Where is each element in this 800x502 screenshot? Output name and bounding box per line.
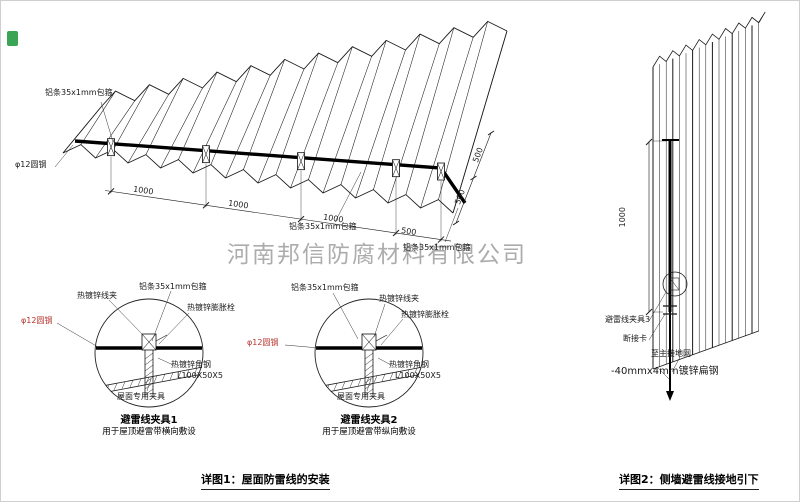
d2-label-fixture: 屋面专用夹具 bbox=[337, 392, 385, 401]
d1-label-bolt: 热镀锌膨胀栓 bbox=[187, 303, 235, 312]
d2-title: 避雷线夹具2 bbox=[340, 415, 398, 426]
d1-label-angle-spec: L100X50X5 bbox=[177, 371, 223, 380]
caption-detail2: 详图2：侧墙避雷线接地引下 bbox=[619, 471, 759, 490]
d2-label-bolt: 热镀锌膨胀栓 bbox=[401, 310, 449, 319]
clamp-detail-circle-1 bbox=[94, 298, 204, 408]
company-watermark: 河南邦信防腐材料有限公司 bbox=[227, 242, 527, 268]
wall-label-clamp3: 避雷线夹具3 bbox=[605, 315, 651, 324]
d2-label-rod: φ12圆钢 bbox=[247, 338, 279, 347]
d2-label-angle: 热镀锌角钢 bbox=[389, 360, 429, 369]
d1-label-alu: 铝条35x1mm包箍 bbox=[139, 282, 207, 291]
wall-elevation-drawing bbox=[645, 11, 766, 401]
d2-label-clip: 热镀锌线夹 bbox=[379, 294, 419, 303]
d1-label-rod: φ12圆钢 bbox=[21, 316, 53, 325]
d1-title: 避雷线夹具1 bbox=[120, 415, 178, 426]
d2-label-angle-spec: L100X50X5 bbox=[395, 371, 441, 380]
roof-isometric-drawing bbox=[62, 20, 508, 243]
clamp-detail-circle-2 bbox=[314, 298, 424, 408]
wall-label-disconnect: 断接卡 bbox=[623, 334, 647, 343]
caption-detail1: 详图1：屋面防雷线的安装 bbox=[201, 471, 330, 490]
wall-label-ground: 至主接地网 bbox=[651, 349, 691, 358]
roof-label-round-steel: φ12圆钢 bbox=[15, 160, 47, 169]
wall-dim-1000: 1000 bbox=[617, 207, 627, 228]
wall-label-flat-steel: -40mmx4mm镀锌扁钢 bbox=[611, 366, 719, 377]
d2-label-alu: 铝条35x1mm包箍 bbox=[291, 283, 359, 292]
d1-subtitle: 用于屋顶避雷带横向敷设 bbox=[102, 427, 196, 437]
roof-label-alu-strip-3: 铝条35x1mm包箍 bbox=[403, 243, 471, 252]
leader-lines bbox=[54, 101, 680, 392]
d1-label-clip: 热镀锌线夹 bbox=[77, 291, 117, 300]
d1-label-angle: 热镀锌角钢 bbox=[171, 360, 211, 369]
roof-label-alu-strip-1: 铝条35x1mm包箍 bbox=[45, 88, 113, 97]
d1-label-fixture: 屋面专用夹具 bbox=[117, 392, 165, 401]
d2-subtitle: 用于屋顶避雷带纵向敷设 bbox=[322, 427, 416, 437]
green-seal-mark bbox=[7, 31, 18, 46]
roof-label-alu-strip-2: 铝条35x1mm包箍 bbox=[289, 222, 357, 231]
